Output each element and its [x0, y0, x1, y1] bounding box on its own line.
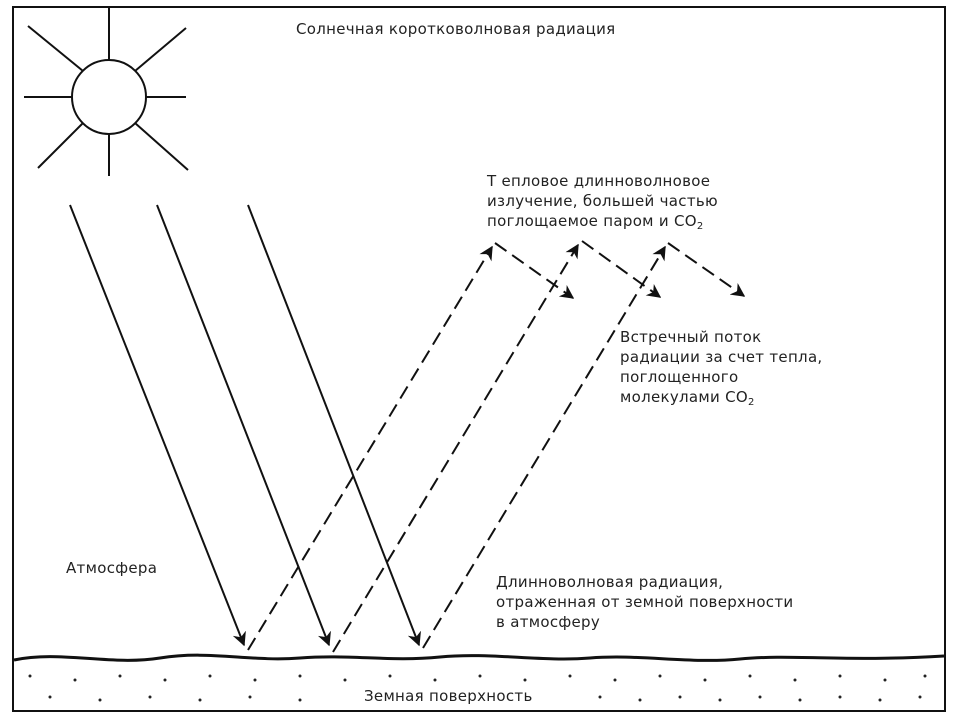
- counter-line-4: молекулами СО2: [620, 388, 755, 408]
- reflected-arrow-3: [422, 245, 666, 649]
- reflected-line-2: отраженная от земной поверхности: [496, 593, 794, 611]
- sun-icon: [24, 8, 189, 176]
- counter-arrow-1: [494, 242, 575, 299]
- counter-radiation-label: Встречный поток радиации за счет тепла, …: [620, 327, 823, 413]
- counter-line-2: радиации за счет тепла,: [620, 348, 823, 366]
- earth-surface-line: [13, 653, 945, 662]
- counter-arrow-2: [581, 240, 662, 298]
- solar-arrow-2: [156, 204, 331, 647]
- reflected-line-3: в атмосферу: [496, 613, 601, 631]
- reflected-radiation-label: Длинноволновая радиация, отраженная от з…: [496, 572, 793, 632]
- counter-line-1: Встречный поток: [620, 328, 762, 346]
- thermal-line-1: Т епловое длинноволновое: [487, 172, 711, 190]
- thermal-line-2: излучение, большей частью: [487, 192, 718, 210]
- reflected-arrow-2: [332, 243, 579, 653]
- solar-arrow-3: [247, 204, 421, 647]
- thermal-radiation-label: Т епловое длинноволновое излучение, боль…: [487, 171, 718, 237]
- counter-arrow-3: [667, 242, 746, 297]
- reflected-arrow-1: [247, 245, 493, 651]
- atmosphere-label: Атмосфера: [66, 559, 158, 577]
- solar-radiation-text: Солнечная коротковолновая радиация: [296, 20, 616, 38]
- diagram-frame: [12, 6, 946, 712]
- reflected-line-1: Длинноволновая радиация,: [496, 573, 724, 591]
- counter-line-3: поглощенного: [620, 368, 739, 386]
- earth-surface-label: Земная поверхность: [364, 687, 533, 705]
- ground-texture: [28, 674, 927, 702]
- solar-radiation-label: Солнечная коротковолновая радиация: [296, 19, 615, 39]
- solar-arrow-1: [69, 204, 246, 647]
- thermal-line-3: поглощаемое паром и СО2: [487, 212, 704, 232]
